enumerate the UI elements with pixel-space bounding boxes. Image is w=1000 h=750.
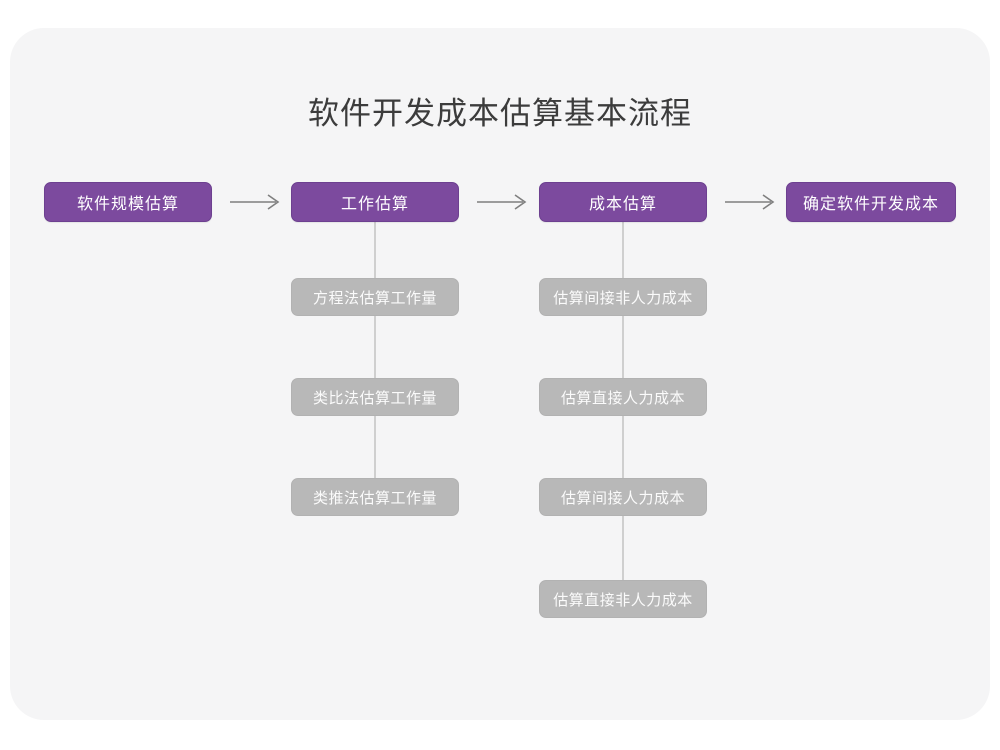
page-title: 软件开发成本估算基本流程: [308, 96, 692, 131]
flow-step-label: 成本估算: [588, 196, 657, 213]
arrow-right-icon-1: [230, 194, 280, 210]
flow-step-final-cost[interactable]: 确定软件开发成本: [786, 182, 956, 222]
flow-step-work-estimation[interactable]: 工作估算: [291, 182, 459, 222]
sub-step-cost-2[interactable]: 估算直接人力成本: [539, 378, 707, 416]
arrow-right-icon-2: [477, 194, 527, 210]
flow-step-cost-estimation[interactable]: 成本估算: [539, 182, 707, 222]
flow-step-software-scale[interactable]: 软件规模估算: [44, 182, 212, 222]
arrow-right-icon-3: [725, 194, 775, 210]
sub-step-cost-4[interactable]: 估算直接非人力成本: [539, 580, 707, 618]
sub-step-label: 方程法估算工作量: [312, 289, 437, 307]
flow-step-label: 确定软件开发成本: [802, 196, 939, 213]
sub-step-work-2[interactable]: 类比法估算工作量: [291, 378, 459, 416]
sub-step-cost-3[interactable]: 估算间接人力成本: [539, 478, 707, 516]
connector-line-cost: [622, 218, 624, 618]
flow-step-label: 工作估算: [340, 196, 409, 213]
sub-step-label: 估算直接人力成本: [560, 389, 685, 407]
sub-step-label: 估算直接非人力成本: [553, 591, 693, 609]
sub-step-label: 估算间接非人力成本: [553, 289, 693, 307]
sub-step-label: 类推法估算工作量: [312, 489, 437, 507]
connector-line-work: [374, 218, 376, 516]
flow-step-label: 软件规模估算: [76, 196, 179, 213]
sub-step-label: 类比法估算工作量: [312, 389, 437, 407]
sub-step-work-1[interactable]: 方程法估算工作量: [291, 278, 459, 316]
sub-step-work-3[interactable]: 类推法估算工作量: [291, 478, 459, 516]
sub-step-label: 估算间接人力成本: [560, 489, 685, 507]
content-card: [10, 28, 990, 720]
sub-step-cost-1[interactable]: 估算间接非人力成本: [539, 278, 707, 316]
